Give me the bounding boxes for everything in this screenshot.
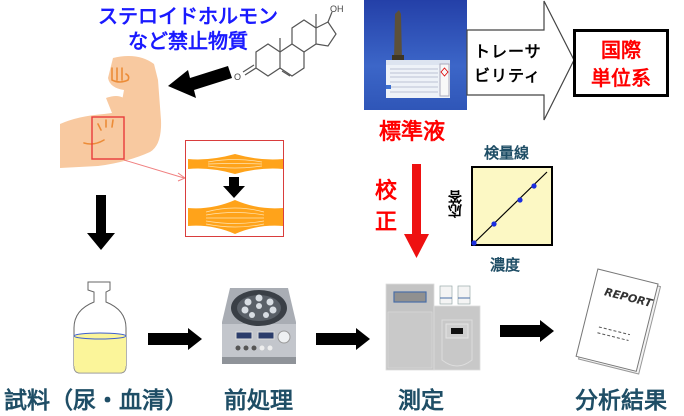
calibration-char-1: 校 [375,179,398,204]
si-units-box: 国際 単位系 [573,29,669,97]
arrow-down-to-sample-icon [87,195,115,250]
zoom-pointer-line [123,159,187,182]
ketone-o-label: O [234,72,241,82]
calibration-char-2: 正 [375,210,398,235]
oh-label: OH [330,4,344,14]
prohibited-substance-title: ステロイドホルモン など禁止物質 [88,4,288,54]
traceability-label: トレーサ ビリティ [474,40,554,88]
steroid-structure-icon: OH O [234,4,344,82]
step-label-pretreatment: 前処理 [224,388,293,414]
muscle-before-icon [188,154,283,174]
growth-arrow-icon [223,177,245,198]
calibration-curve-title: 検量線 [484,144,530,162]
traceability-line-2: ビリティ [474,66,542,85]
sample-vial-icon [73,281,127,374]
traceability-arrow [466,0,575,121]
ampoule-icon [386,10,450,98]
calibration-point [491,221,497,227]
standard-solution-label: 標準液 [379,120,446,145]
traceability-line-1: トレーサ [474,42,542,61]
arrow-to-pretreatment-icon [148,328,202,350]
calibration-label: 校 正 [375,176,399,238]
report-document-icon: REPORT [575,268,662,375]
calibration-point [531,183,537,189]
si-units-line-1: 国際 [601,38,641,62]
muscle-after-icon [188,200,283,234]
arrow-to-body-icon [168,66,232,98]
arrow-to-result-icon [500,320,554,342]
title-line-1: ステロイドホルモン [98,4,278,28]
calibration-arrow-icon [404,164,429,258]
calibration-point [471,240,477,246]
title-line-2: など禁止物質 [128,29,248,53]
lc-ms-instrument-icon [385,283,481,371]
arrow-to-measurement-icon [316,328,370,350]
si-units-line-2: 単位系 [591,66,651,90]
step-label-result: 分析結果 [575,388,667,414]
flexed-arm-icon [60,56,162,168]
step-label-measurement: 測定 [398,388,444,414]
calibration-curve-ylabel: 応答 [448,190,464,218]
calibration-curve-plot [471,166,553,246]
muscle-growth-box [185,140,284,237]
calibration-point [517,197,523,203]
standard-solution-photo [364,0,467,110]
step-label-sample: 試料（尿・血清） [4,388,188,414]
calibration-curve-xlabel: 濃度 [490,256,521,274]
centrifuge-icon [222,288,296,364]
